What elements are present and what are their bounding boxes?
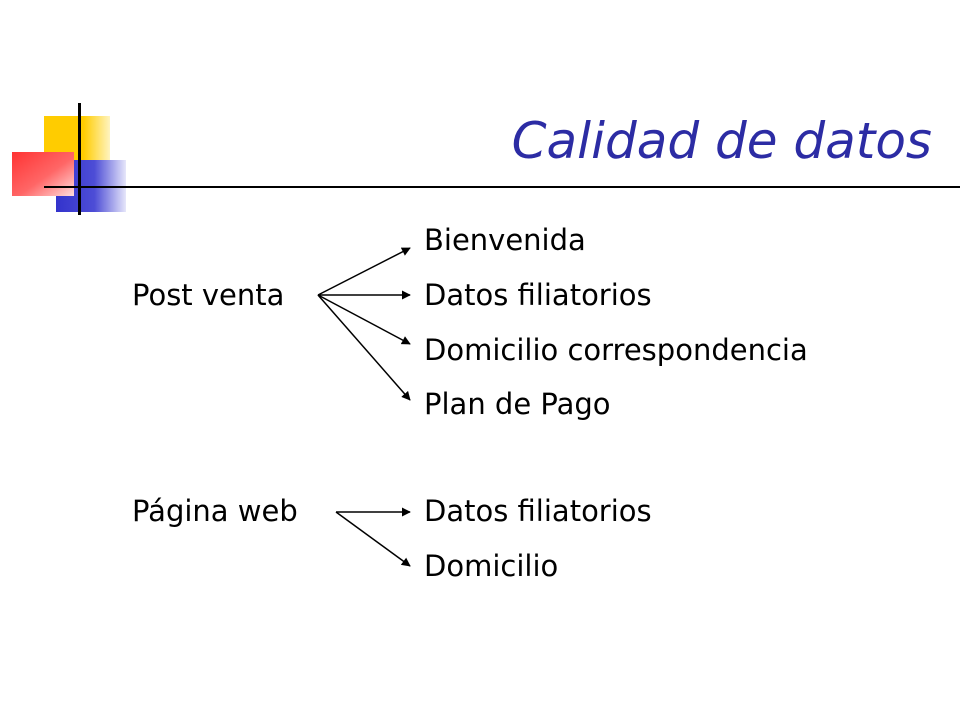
logo-red-square	[12, 152, 74, 196]
target-datos-filiatorios-2: Datos filiatorios	[424, 494, 652, 528]
source-pagina-web: Página web	[132, 494, 298, 528]
target-datos-filiatorios-1: Datos filiatorios	[424, 278, 652, 312]
target-bienvenida: Bienvenida	[424, 223, 586, 257]
source-post-venta: Post venta	[132, 278, 285, 312]
slide-title: Calidad de datos	[511, 112, 932, 170]
target-plan-de-pago: Plan de Pago	[424, 387, 611, 421]
title-underline	[44, 186, 960, 188]
target-domicilio: Domicilio	[424, 549, 559, 583]
logo-vertical-line	[78, 103, 81, 215]
target-domicilio-correspondencia: Domicilio correspondencia	[424, 333, 808, 367]
